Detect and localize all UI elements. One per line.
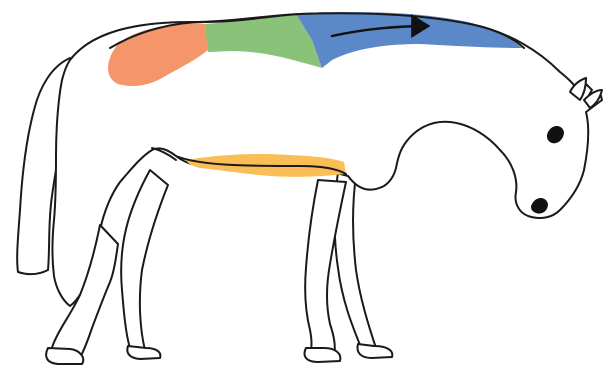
far-hind-leg — [121, 170, 168, 350]
far-hoof-hind — [127, 346, 160, 359]
near-hoof-hind — [46, 348, 83, 364]
near-hoof-fore — [305, 348, 341, 362]
far-hoof-fore — [358, 344, 393, 358]
